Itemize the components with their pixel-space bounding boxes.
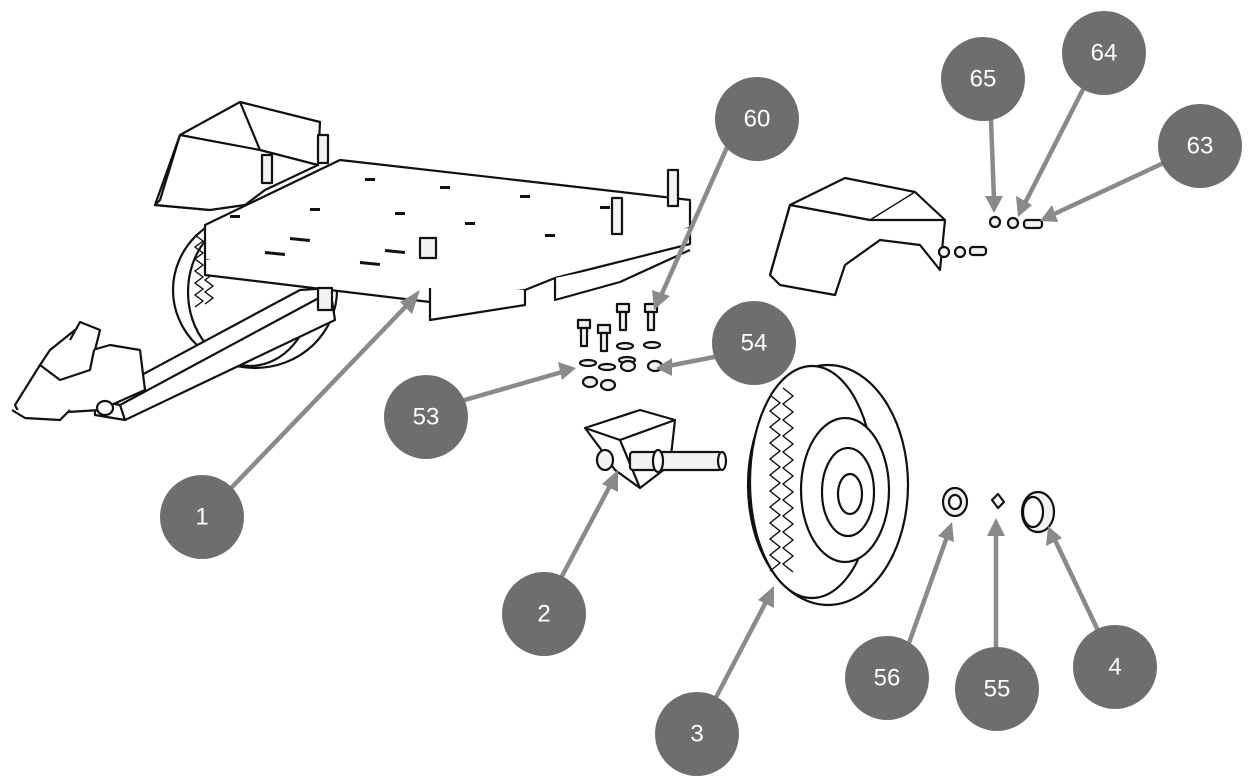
main-wheel-drawing xyxy=(746,363,910,607)
callout-56-label: 56 xyxy=(874,665,901,692)
callout-63: 63 xyxy=(1158,104,1242,188)
callout-2: 2 xyxy=(502,572,586,656)
callout-60-label: 60 xyxy=(744,106,771,133)
hub-parts-drawing xyxy=(941,486,1056,534)
callout-4: 4 xyxy=(1073,625,1157,709)
callout-2-label: 2 xyxy=(537,601,550,628)
callout-53-label: 53 xyxy=(413,404,440,431)
deck-plate-drawing xyxy=(203,158,692,322)
callout-53: 53 xyxy=(384,375,468,459)
left-fender-drawing xyxy=(153,100,330,212)
axle-bracket-drawing xyxy=(583,408,728,490)
tongue-drawing xyxy=(11,286,337,422)
leader-line-1 xyxy=(208,298,414,512)
callouts: 1 2 3 4 53 54 55 56 xyxy=(160,11,1242,776)
callout-64: 64 xyxy=(1062,11,1146,95)
callout-4-label: 4 xyxy=(1108,654,1121,681)
callout-55-label: 55 xyxy=(984,676,1011,703)
callout-60: 60 xyxy=(715,77,799,161)
callout-65: 65 xyxy=(941,37,1025,121)
fender-hardware-drawing xyxy=(937,215,1044,259)
callout-54-label: 54 xyxy=(741,330,768,357)
bolt-hardware-drawing xyxy=(576,302,664,392)
trailer-frame-drawing xyxy=(11,100,692,422)
callout-55: 55 xyxy=(955,647,1039,731)
callout-1: 1 xyxy=(160,475,244,559)
callout-3: 3 xyxy=(655,692,739,776)
right-fender-drawing xyxy=(768,176,947,297)
callout-64-label: 64 xyxy=(1091,40,1118,67)
callout-1-label: 1 xyxy=(195,504,208,531)
callout-65-label: 65 xyxy=(970,66,997,93)
callout-56: 56 xyxy=(845,636,929,720)
callout-3-label: 3 xyxy=(690,721,703,748)
leader-lines xyxy=(208,58,1201,730)
callout-54: 54 xyxy=(712,301,796,385)
callout-63-label: 63 xyxy=(1187,133,1214,160)
